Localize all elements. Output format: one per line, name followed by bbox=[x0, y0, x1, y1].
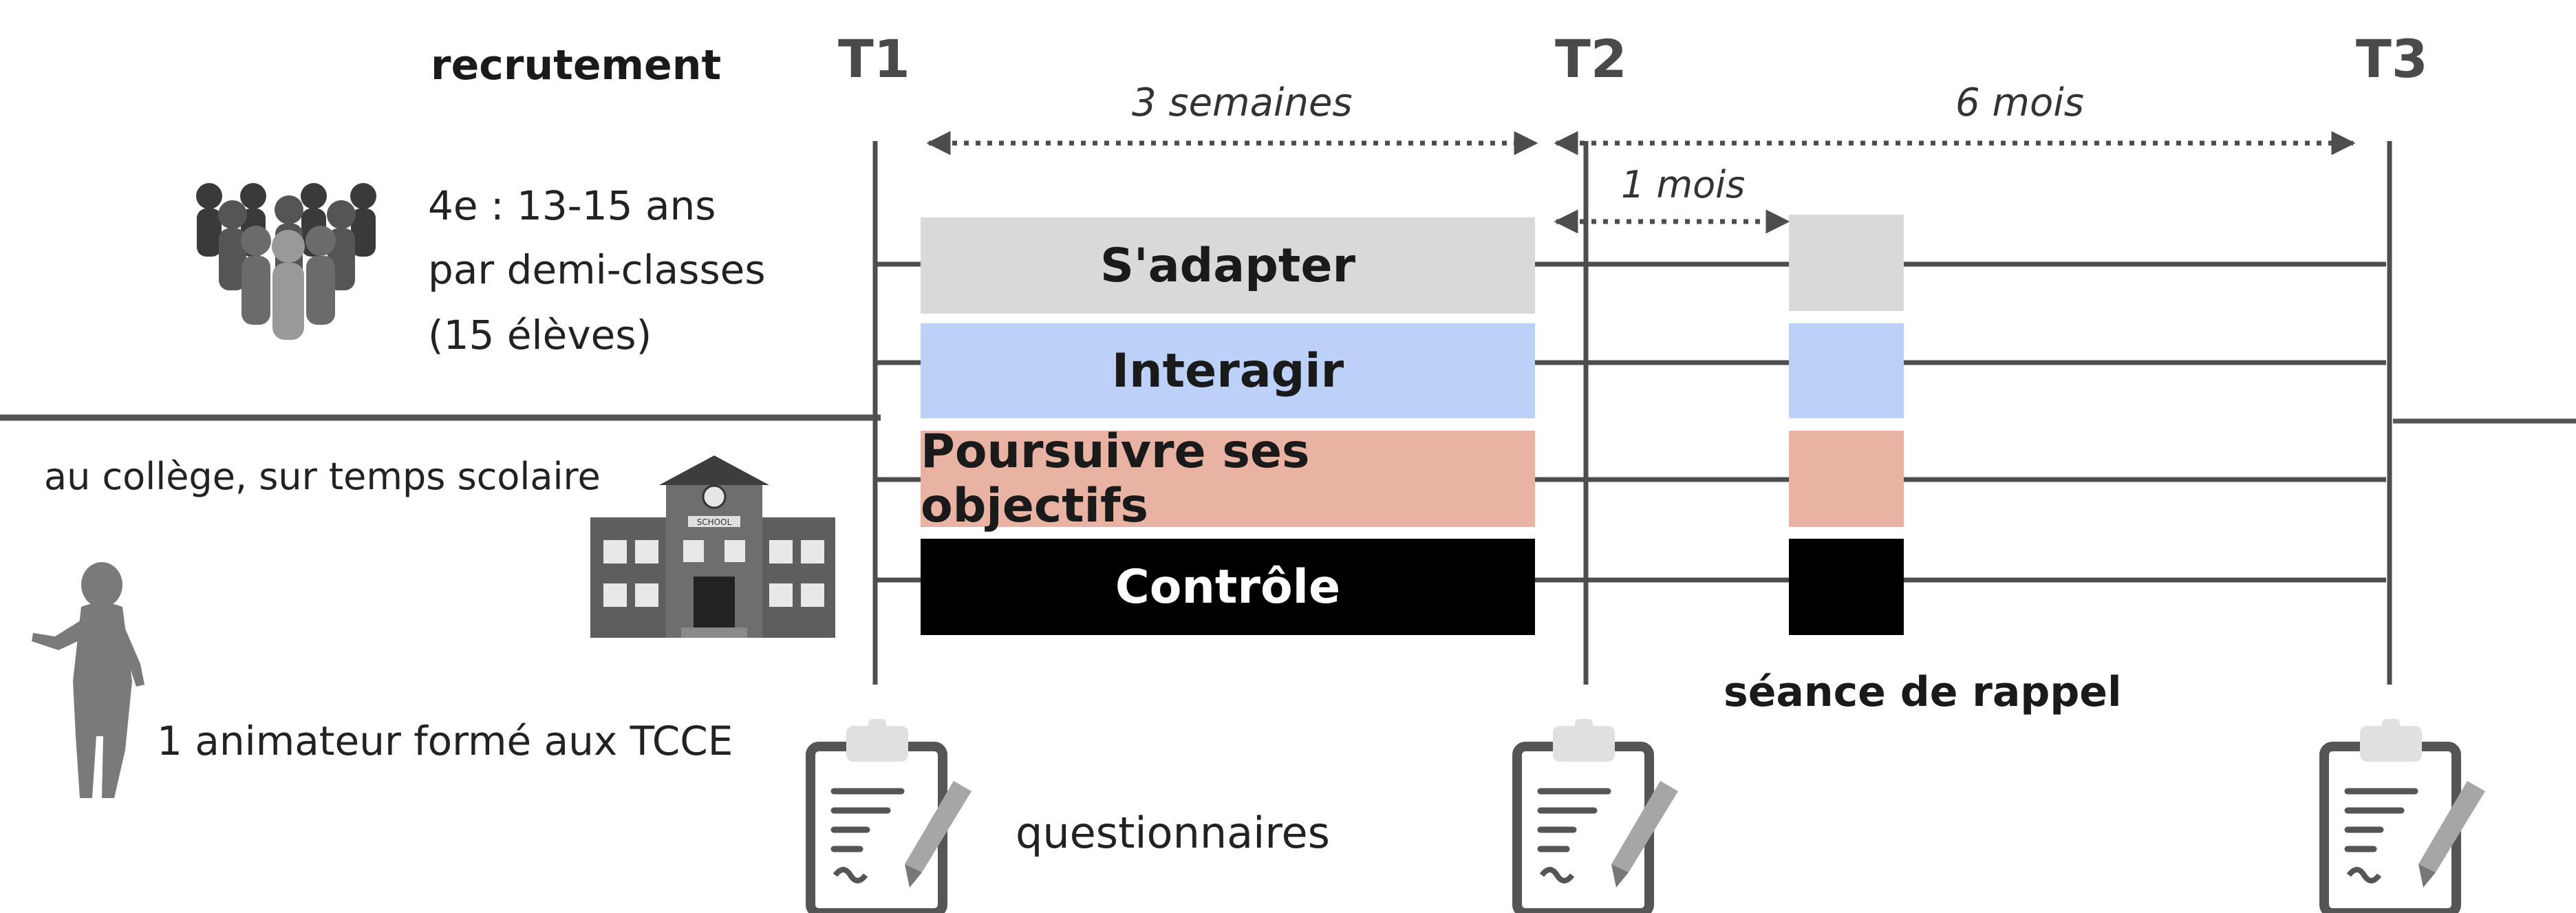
intervention-label: Poursuivre ses objectifs bbox=[921, 425, 1310, 533]
clipboard-pen-icon bbox=[806, 719, 972, 913]
people-group-icon bbox=[196, 183, 376, 340]
questionnaires-label: questionnaires bbox=[1016, 808, 1330, 858]
timepoint-t2: T2 bbox=[1555, 28, 1627, 89]
school-building-icon: SCHOOL bbox=[590, 455, 835, 638]
booster-box-objectifs bbox=[1789, 431, 1904, 527]
setting-facilitator: 1 animateur formé aux TCCE bbox=[157, 718, 733, 764]
clipboard-pen-icon bbox=[2319, 719, 2485, 913]
timepoint-t1: T1 bbox=[838, 28, 910, 89]
intervention-bar-adapter: S'adapter bbox=[921, 217, 1535, 314]
booster-boxes bbox=[1789, 215, 1904, 635]
recruitment-groups: par demi-classes bbox=[428, 246, 766, 293]
booster-box-controle bbox=[1789, 539, 1904, 635]
intervention-bar-objectifs: Poursuivre ses objectifs bbox=[921, 425, 1535, 533]
setting-location: au collège, sur temps scolaire bbox=[44, 455, 601, 498]
intervention-label: Interagir bbox=[1111, 343, 1344, 398]
intervention-bar-controle: Contrôle bbox=[921, 539, 1535, 635]
intervention-label: Contrôle bbox=[1115, 559, 1341, 614]
timepoint-t3: T3 bbox=[2356, 28, 2428, 89]
recruitment-size: (15 élèves) bbox=[428, 312, 652, 358]
booster-box-interagir bbox=[1789, 323, 1904, 418]
recruitment-title: recrutement bbox=[431, 41, 722, 89]
school-sign: SCHOOL bbox=[697, 517, 732, 527]
booster-box-adapter bbox=[1789, 215, 1904, 311]
intervention-label: S'adapter bbox=[1099, 238, 1356, 293]
duration-label-t1-t2: 3 semaines bbox=[1132, 80, 1353, 125]
duration-label-booster: 1 mois bbox=[1621, 163, 1746, 206]
booster-label: séance de rappel bbox=[1724, 668, 2122, 716]
duration-label-t2-t3: 6 mois bbox=[1955, 80, 2084, 125]
clipboard-pen-icon bbox=[1512, 719, 1678, 913]
intervention-bar-interagir: Interagir bbox=[921, 323, 1535, 418]
recruitment-age: 4e : 13-15 ans bbox=[428, 182, 716, 229]
person-presenting-icon bbox=[32, 562, 144, 798]
